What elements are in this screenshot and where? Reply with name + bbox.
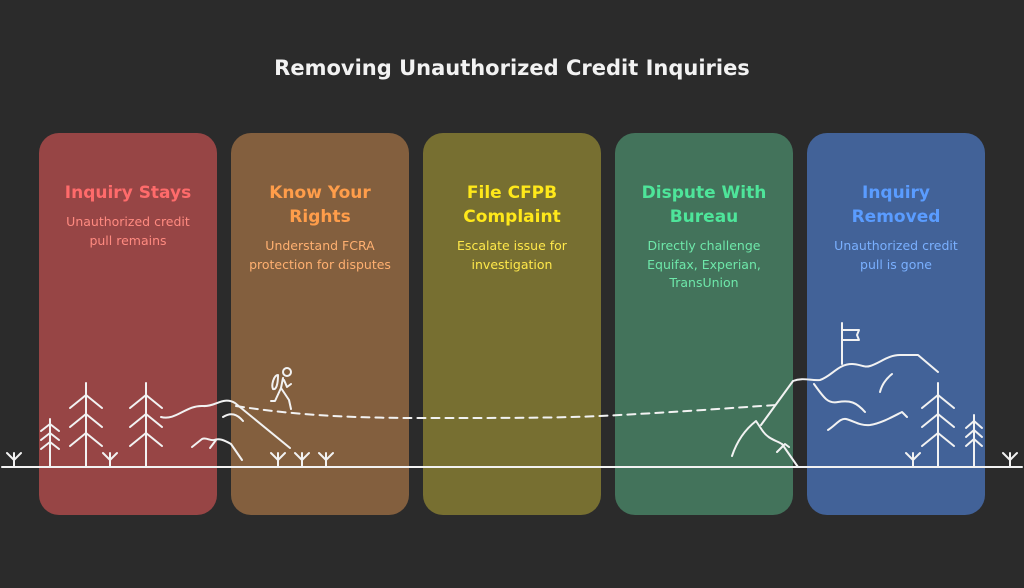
hiker-icon bbox=[270, 367, 292, 410]
tree-icon bbox=[965, 414, 983, 468]
dashed-path bbox=[235, 404, 777, 419]
step-description: Unauthorized credit pull remains bbox=[66, 214, 190, 248]
step-title: Know Your Rights bbox=[269, 183, 371, 227]
step-description: Escalate issue for investigation bbox=[457, 238, 567, 272]
flag-icon bbox=[841, 322, 860, 365]
mountain-icon bbox=[731, 354, 939, 468]
tree-icon bbox=[40, 418, 60, 468]
step-description: Understand FCRA protection for disputes bbox=[249, 238, 391, 272]
step-description: Unauthorized credit pull is gone bbox=[834, 238, 958, 272]
step-title: Inquiry Stays bbox=[64, 183, 192, 203]
diagram-title: Removing Unauthorized Credit Inquiries bbox=[274, 56, 750, 80]
tree-icon bbox=[921, 382, 955, 468]
step-title: File CFPB Complaint bbox=[463, 183, 561, 227]
tree-icon bbox=[129, 382, 163, 468]
grass-icon bbox=[6, 452, 1018, 468]
step-title: Dispute With Bureau bbox=[641, 183, 767, 227]
step-description: Directly challenge Equifax, Experian, Tr… bbox=[647, 238, 761, 290]
mountain-icon bbox=[160, 399, 291, 461]
step-title: Inquiry Removed bbox=[851, 183, 941, 227]
tree-icon bbox=[69, 382, 103, 468]
